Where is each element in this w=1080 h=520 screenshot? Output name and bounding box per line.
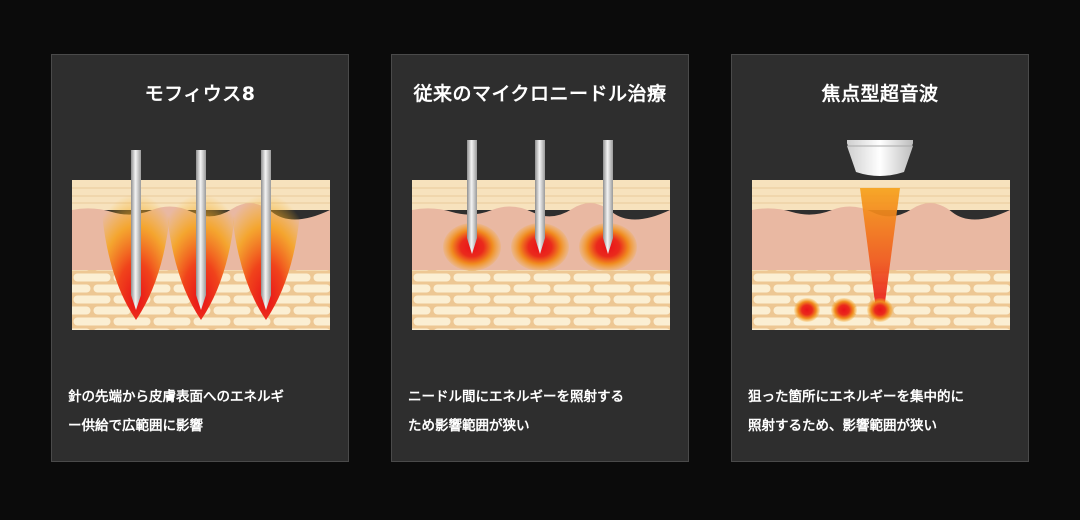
skin-diagram-ultrasound	[752, 140, 1010, 330]
needle-icon	[467, 140, 477, 254]
focal-spot	[867, 298, 893, 322]
panel-description: 針の先端から皮膚表面へのエネルギ ー供給で広範囲に影響	[68, 383, 338, 441]
focal-spots	[794, 298, 893, 322]
skin-diagram-morpheus8	[72, 150, 330, 330]
description-line: ため影響範囲が狭い	[408, 418, 530, 434]
panel-description: 狙った箇所にエネルギーを集中的に 照射するため、影響範囲が狭い	[748, 383, 1018, 441]
description-line: 照射するため、影響範囲が狭い	[748, 418, 937, 434]
panel-focused-ultrasound: 焦点型超音波 狙った箇所にエネルギーを集中的に 照射するため、影響範囲が狭い	[731, 54, 1029, 462]
skin-diagram-microneedle	[412, 140, 670, 330]
ultrasound-beam	[860, 188, 900, 310]
panel-conventional-microneedle: 従来のマイクロニードル治療 ニードル間にエネルギーを照射する ため影響範囲が狭い	[391, 54, 689, 462]
focal-spot	[831, 298, 857, 322]
needle-icon	[261, 150, 271, 310]
panel-title: 焦点型超音波	[821, 83, 939, 105]
description-line: ー供給で広範囲に影響	[68, 418, 203, 434]
ultrasound-probe-icon	[847, 140, 913, 176]
description-line: 狙った箇所にエネルギーを集中的に	[748, 389, 964, 405]
needle-icon	[535, 140, 545, 254]
needle-icon	[131, 150, 141, 310]
needle-icon	[603, 140, 613, 254]
panel-description: ニードル間にエネルギーを照射する ため影響範囲が狭い	[408, 383, 678, 441]
focal-spot	[794, 298, 820, 322]
fat-layer	[412, 270, 670, 330]
panel-title: モフィウス8	[144, 83, 256, 105]
description-line: ニードル間にエネルギーを照射する	[408, 389, 624, 405]
needles	[467, 140, 613, 254]
description-line: 針の先端から皮膚表面へのエネルギ	[68, 389, 284, 405]
panel-morpheus8: モフィウス8 針の先端から皮膚表面へのエネルギ ー供給で広範囲に影響	[51, 54, 349, 462]
needle-icon	[196, 150, 206, 310]
needles	[131, 150, 271, 310]
panel-title: 従来のマイクロニードル治療	[413, 83, 667, 105]
